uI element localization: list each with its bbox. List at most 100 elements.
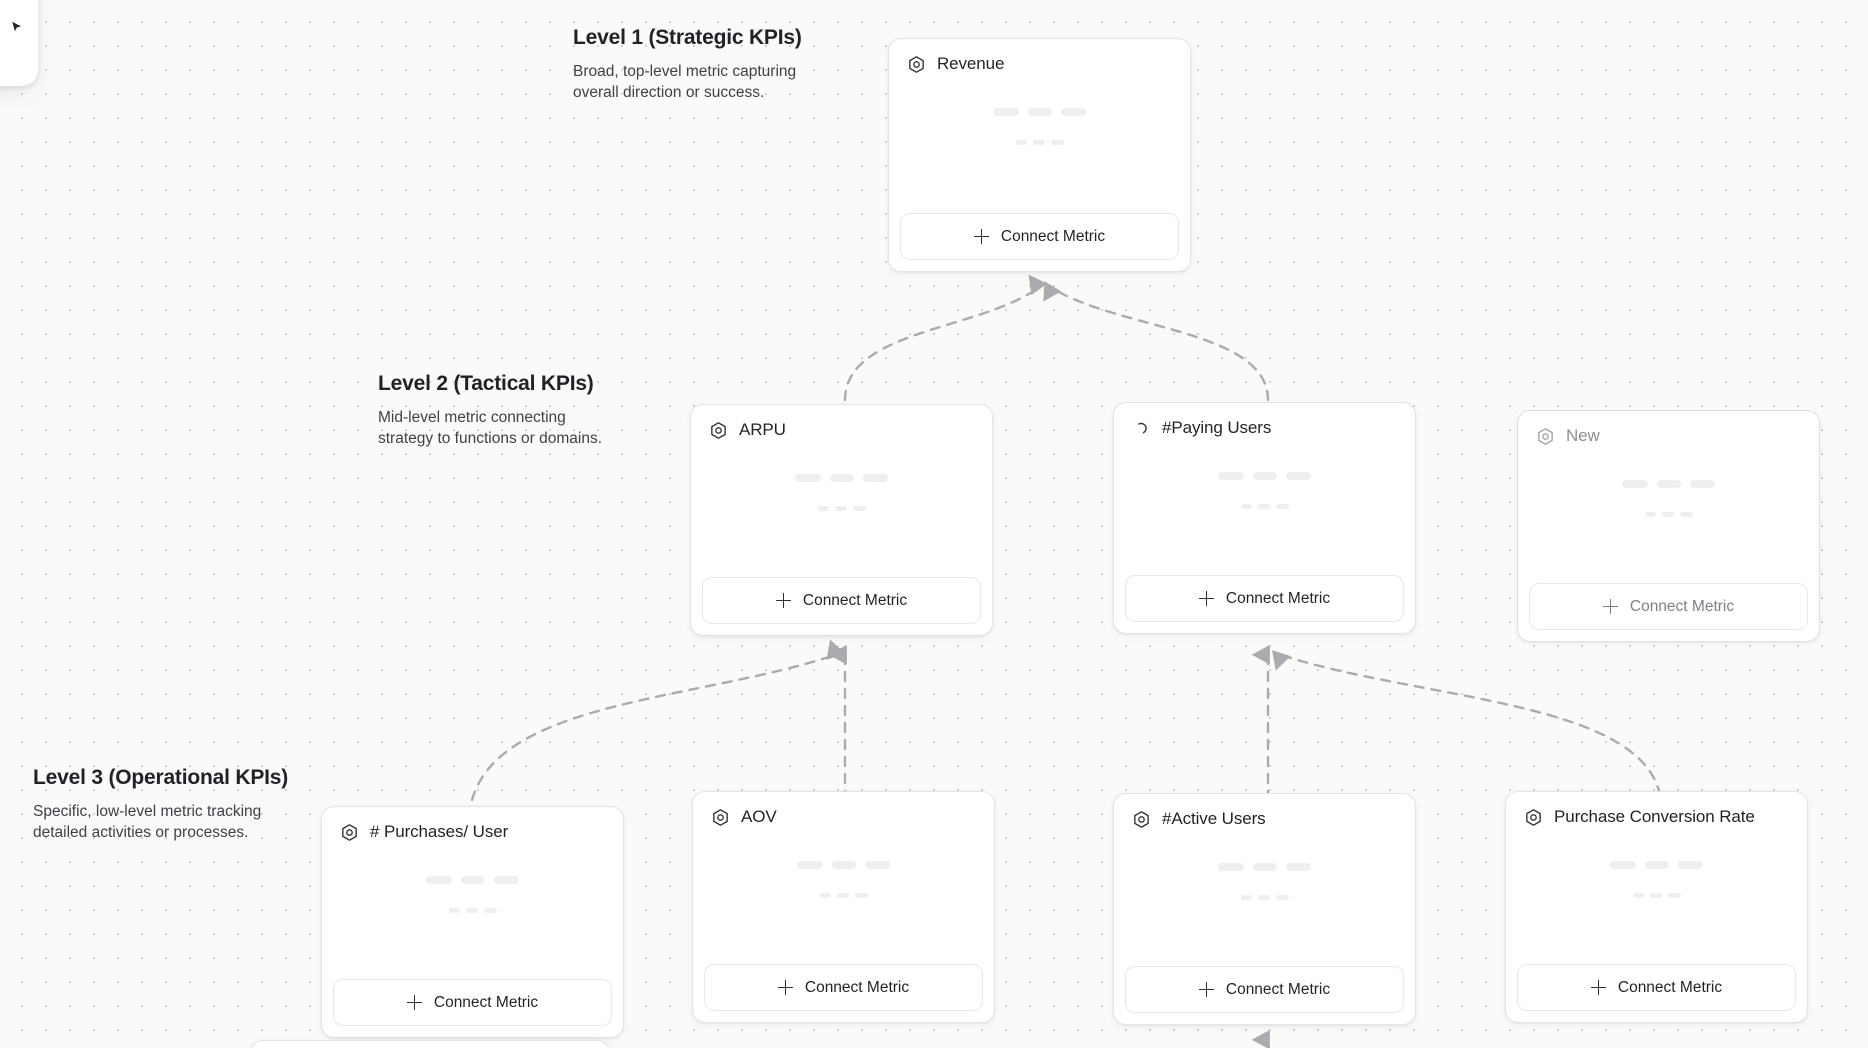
skeleton-bar bbox=[819, 893, 831, 898]
skeleton-bar bbox=[1275, 504, 1289, 509]
hexagon-metric-icon bbox=[342, 823, 357, 841]
level-2-description: Mid-level metric connecting strategy to … bbox=[378, 409, 603, 448]
skeleton-bar bbox=[1667, 893, 1681, 898]
connect-metric-button-active-users[interactable]: Connect Metric bbox=[1125, 966, 1404, 1013]
metric-card-revenue[interactable]: Revenue Connect Metric bbox=[888, 38, 1191, 272]
card-header-purchases-per-user: # Purchases/ User bbox=[322, 807, 623, 842]
skeleton-row-secondary bbox=[1114, 895, 1415, 900]
skeleton-bar bbox=[854, 893, 868, 898]
floating-corner-panel[interactable] bbox=[0, 0, 38, 86]
skeleton-bar bbox=[1657, 480, 1681, 488]
skeleton-bar bbox=[1644, 512, 1656, 517]
metric-card-paying-users[interactable]: #Paying Users Connect Metric bbox=[1113, 402, 1416, 634]
hexagon-metric-icon bbox=[1526, 808, 1541, 826]
skeleton-bar bbox=[863, 474, 888, 482]
card-header-purchase-conversion-rate: Purchase Conversion Rate bbox=[1506, 792, 1807, 827]
skeleton-bar bbox=[817, 506, 829, 511]
skeleton-bar bbox=[1286, 863, 1311, 871]
level-2-block: Level 2 (Tactical KPIs) Mid-level metric… bbox=[378, 372, 638, 450]
skeleton-bar bbox=[836, 893, 849, 898]
skeleton-bar bbox=[1610, 861, 1636, 869]
loading-spinner-icon bbox=[1138, 422, 1147, 433]
card-title-aov: AOV bbox=[741, 807, 777, 826]
connect-metric-button-new[interactable]: Connect Metric bbox=[1529, 583, 1808, 630]
skeleton-row-primary bbox=[322, 876, 623, 884]
skeleton-bar bbox=[1661, 512, 1674, 517]
card-header-revenue: Revenue bbox=[889, 39, 1190, 74]
connect-metric-button-purchases-per-user[interactable]: Connect Metric bbox=[333, 979, 612, 1026]
connect-metric-label: Connect Metric bbox=[1629, 597, 1735, 615]
skeleton-bar bbox=[1275, 895, 1289, 900]
card-header-new: New bbox=[1518, 411, 1819, 446]
card-header-paying-users: #Paying Users bbox=[1114, 403, 1415, 438]
card-body-active-users bbox=[1114, 829, 1415, 966]
hexagon-metric-icon bbox=[909, 55, 924, 73]
skeleton-bar bbox=[1218, 472, 1244, 480]
card-title-revenue: Revenue bbox=[937, 54, 1005, 73]
skeleton-bar bbox=[1286, 472, 1311, 480]
connect-metric-button-purchase-conversion-rate[interactable]: Connect Metric bbox=[1517, 964, 1796, 1011]
connect-metric-button-arpu[interactable]: Connect Metric bbox=[702, 577, 981, 624]
skeleton-bar bbox=[494, 876, 519, 884]
cursor-arrow-icon bbox=[12, 21, 22, 32]
card-body-new bbox=[1518, 446, 1819, 583]
skeleton-row-secondary bbox=[1506, 893, 1807, 898]
connect-metric-button-paying-users[interactable]: Connect Metric bbox=[1125, 575, 1404, 622]
skeleton-row-secondary bbox=[693, 893, 994, 898]
skeleton-bar bbox=[1678, 861, 1703, 869]
skeleton-row-secondary bbox=[322, 908, 623, 913]
card-body-revenue bbox=[889, 74, 1190, 213]
skeleton-bar bbox=[1645, 861, 1669, 869]
card-title-new: New bbox=[1566, 426, 1600, 445]
skeleton-bar bbox=[993, 108, 1019, 116]
metric-card-partial-bottom[interactable] bbox=[250, 1040, 610, 1048]
card-header-arpu: ARPU bbox=[691, 405, 992, 440]
hexagon-metric-icon bbox=[1538, 427, 1553, 445]
skeleton-bar bbox=[426, 876, 452, 884]
plus-icon bbox=[777, 980, 793, 995]
hexagon-metric-icon bbox=[711, 421, 726, 439]
metric-card-arpu[interactable]: ARPU Connect Metric bbox=[690, 404, 993, 636]
level-3-block: Level 3 (Operational KPIs) Specific, low… bbox=[33, 766, 313, 844]
metric-card-purchase-conversion-rate[interactable]: Purchase Conversion Rate Connect Metric bbox=[1505, 791, 1808, 1023]
skeleton-row-primary bbox=[1114, 472, 1415, 480]
connect-metric-label: Connect Metric bbox=[1617, 978, 1723, 996]
edge-arpu-revenue bbox=[843, 274, 1048, 402]
card-title-active-users: #Active Users bbox=[1162, 809, 1266, 828]
skeleton-bar bbox=[448, 908, 460, 913]
connect-metric-button-aov[interactable]: Connect Metric bbox=[704, 964, 983, 1011]
skeleton-bar bbox=[1257, 895, 1270, 900]
skeleton-bar bbox=[1061, 108, 1086, 116]
skeleton-bar bbox=[1240, 895, 1252, 900]
connect-metric-button-revenue[interactable]: Connect Metric bbox=[900, 213, 1179, 260]
metric-card-active-users[interactable]: #Active Users Connect Metric bbox=[1113, 793, 1416, 1025]
edge-paying-users-revenue bbox=[1043, 281, 1270, 402]
skeleton-row-primary bbox=[1114, 863, 1415, 871]
plus-icon bbox=[775, 593, 791, 608]
skeleton-bar bbox=[1032, 140, 1045, 145]
level-1-title: Level 1 (Strategic KPIs) bbox=[573, 26, 802, 49]
card-body-purchase-conversion-rate bbox=[1506, 827, 1807, 964]
plus-icon bbox=[1602, 599, 1618, 614]
skeleton-row-secondary bbox=[889, 140, 1190, 145]
skeleton-bar bbox=[1679, 512, 1693, 517]
skeleton-bar bbox=[1257, 504, 1270, 509]
card-body-arpu bbox=[691, 440, 992, 577]
card-body-paying-users bbox=[1114, 438, 1415, 575]
metric-card-aov[interactable]: AOV Connect Metric bbox=[692, 791, 995, 1023]
skeleton-row-primary bbox=[1506, 861, 1807, 869]
connect-metric-label: Connect Metric bbox=[433, 993, 539, 1011]
skeleton-row-primary bbox=[889, 108, 1190, 116]
card-header-active-users: #Active Users bbox=[1114, 794, 1415, 829]
plus-icon bbox=[1198, 591, 1214, 606]
metric-card-new[interactable]: New Connect Metric bbox=[1517, 410, 1820, 642]
connect-metric-label: Connect Metric bbox=[1225, 980, 1331, 998]
connect-metric-label: Connect Metric bbox=[1225, 589, 1331, 607]
card-body-purchases-per-user bbox=[322, 842, 623, 979]
plus-icon bbox=[973, 229, 989, 244]
edge-conversion-paying-users bbox=[1271, 650, 1662, 797]
skeleton-bar bbox=[834, 506, 847, 511]
skeleton-row-secondary bbox=[691, 506, 992, 511]
metric-card-purchases-per-user[interactable]: # Purchases/ User Connect Metric bbox=[321, 806, 624, 1038]
